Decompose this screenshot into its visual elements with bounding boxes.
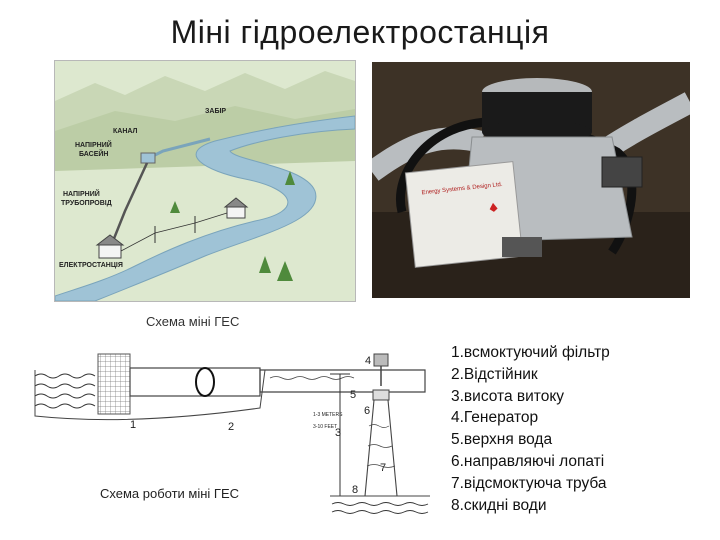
schematic-number-2: 2: [228, 421, 234, 433]
legend-item: 8.скидні води: [451, 496, 547, 514]
map-label-reservoir: ЗАБІР: [205, 108, 226, 115]
legend-list: 1.всмоктуючий фільтр 2.Відстійник 3.висо…: [451, 342, 610, 516]
map-label-powerhouse: ЕЛЕКТРОСТАНЦІЯ: [59, 262, 123, 269]
schematic-number-8: 8: [352, 484, 358, 496]
legend-item: 1.всмоктуючий фільтр: [451, 344, 610, 361]
legend-item: 5.верхня вода: [451, 431, 553, 449]
legend-item: 4.Генератор: [451, 409, 539, 427]
schematic-number-7: 7: [380, 462, 386, 474]
legend-item: 7.відсмоктуюча труба: [451, 474, 607, 492]
slide-title: Міні гідроелектростанція: [170, 14, 550, 50]
hydro-scheme-map: ЗАБІР КАНАЛ НАПІРНИЙ БАСЕЙН НАПІРНИЙ ТРУ…: [54, 60, 356, 302]
map-label-pressure-basin-1: НАПІРНИЙ: [75, 140, 112, 149]
schematic-number-5: 5: [350, 389, 356, 401]
working-schematic: 1 2 3 4 5 6 7 8 1-3 METERS 3-10 FEET: [30, 346, 435, 526]
map-caption: Схема міні ГЕС: [146, 314, 240, 329]
map-label-canal: КАНАЛ: [113, 128, 138, 135]
schematic-number-6: 6: [364, 405, 370, 417]
map-label-penstock-2: ТРУБОПРОВІД: [61, 200, 112, 207]
schematic-number-3: 3: [335, 427, 341, 439]
schematic-number-1: 1: [130, 419, 136, 431]
schematic-caption: Схема роботи міні ГЕС: [100, 486, 240, 501]
legend-item: 6.направляючі лопаті: [451, 452, 605, 470]
map-label-pressure-basin-2: БАСЕЙН: [79, 149, 108, 158]
schematic-number-4: 4: [365, 355, 371, 367]
legend-item: 3.висота витоку: [451, 387, 565, 405]
schematic-height-note-1: 1-3 METERS: [313, 412, 343, 418]
map-label-penstock-1: НАПІРНИЙ: [63, 189, 100, 198]
legend-item: 2.Відстійник: [451, 365, 538, 383]
schematic-height-note-2: 3-10 FEET: [313, 424, 337, 430]
turbine-photo: Energy Systems & Design Ltd.: [372, 62, 690, 298]
